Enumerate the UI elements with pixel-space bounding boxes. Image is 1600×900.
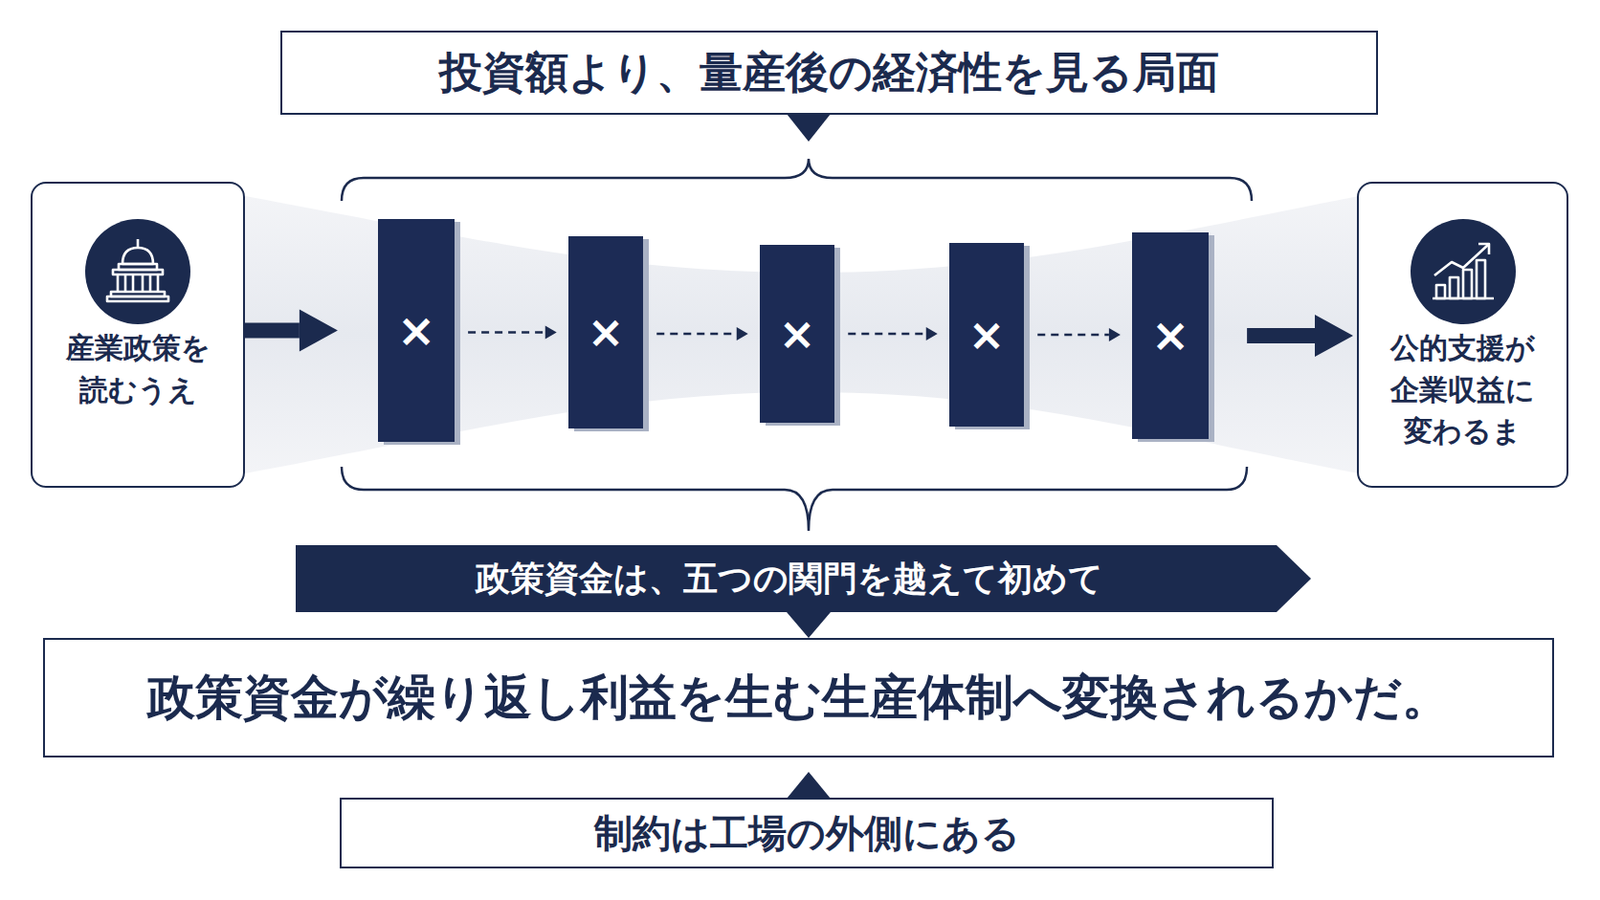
dashed-arrow	[467, 326, 557, 340]
funnel-shade	[244, 196, 1359, 474]
gate-mark: ×	[778, 302, 817, 367]
heading-box: 投資額より、量産後の経済性を見る局面	[280, 30, 1378, 115]
gate-panel: ×	[377, 219, 455, 443]
start-box: 産業政策を 読むうえ	[30, 181, 245, 489]
gate-mark: ×	[587, 300, 625, 365]
node-text: 産業政策を 読むうえ	[56, 327, 220, 411]
flow-arrow	[244, 310, 338, 353]
capitol-icon	[84, 218, 192, 326]
pointer-triangle	[786, 772, 831, 800]
top-brace	[341, 158, 1252, 201]
conclusion-box: 政策資金が繰り返し利益を生む生産体制へ変換されるかだ。	[43, 638, 1555, 758]
node-text: 政策資金は、五つの関門を越えて初めて	[475, 554, 1133, 604]
gate-panel: ×	[759, 244, 836, 423]
gate-panel: ×	[949, 243, 1025, 427]
pointer-triangle	[786, 612, 831, 639]
growth-chart-icon	[1409, 218, 1517, 326]
gate-panel: ×	[1132, 232, 1209, 440]
dashed-arrow	[656, 327, 748, 341]
end-box: 公的支援が 企業収益に 変わるま	[1356, 181, 1569, 489]
node-text: 制約は工場の外側にある	[594, 805, 1021, 862]
dashed-arrow	[1037, 328, 1121, 342]
gate-panel: ×	[568, 236, 645, 429]
bottom-brace	[341, 466, 1247, 532]
node-text: 投資額より、量産後の経済性を見る局面	[439, 41, 1220, 104]
gate-mark: ×	[1151, 302, 1190, 370]
dashed-arrow	[847, 327, 937, 341]
constraint-box: 制約は工場の外側にある	[339, 798, 1274, 869]
gate-mark: ×	[968, 303, 1006, 368]
pointer-triangle	[786, 113, 831, 142]
node-text: 公的支援が 企業収益に 変わるま	[1381, 327, 1545, 453]
flow-arrow	[1246, 314, 1354, 357]
arrow-band: 政策資金は、五つの関門を越えて初めて	[295, 545, 1312, 613]
gate-mark: ×	[397, 297, 436, 365]
node-text: 政策資金が繰り返し利益を生む生産体制へ変換されるかだ。	[147, 663, 1450, 734]
